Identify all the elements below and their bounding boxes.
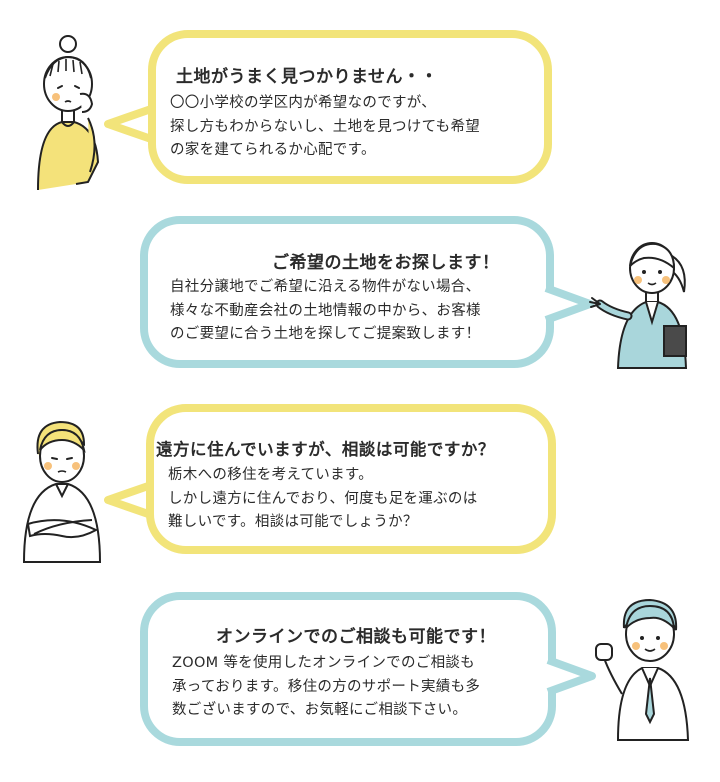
bubble-line: 難しいです。相談は可能でしょうか？ [168,514,418,530]
speech-bubble-customer-1: 土地がうまく見つかりません・・ 〇〇小学校の学区内が希望なのですが、 探し方もわ… [148,30,552,184]
bubble-body: 自社分譲地でご希望に沿える物件がない場合、 様々な不動産会社の土地情報の中から、… [170,276,481,347]
bubble-line: 自社分譲地でご希望に沿える物件がない場合、 [170,279,481,295]
bubble-line: ZOOM 等を使用したオンラインでのご相談も [172,655,475,671]
bubble-title: 土地がうまく見つかりません・・ [176,67,438,87]
bubble-tail [544,284,594,324]
bubble-tail [104,480,156,520]
bubble-title: ご希望の土地をお探します！ [272,253,500,273]
bubble-line: 承っております。移住の方のサポート実績も多 [172,678,481,695]
man-arms-crossed-illustration [18,414,106,564]
speech-bubble-customer-2: 遠方に住んでいますが、相談は可能ですか？ 栃木への移住を考えています。 しかし遠… [146,404,556,554]
woman-with-bun-illustration [28,32,108,192]
bubble-tail [546,656,596,696]
bubble-title: 遠方に住んでいますが、相談は可能ですか？ [156,440,495,459]
bubble-line: 探し方もわからないし、土地を見つけても希望 [170,118,481,135]
female-staff-illustration [588,226,700,370]
speech-bubble-staff-1: ご希望の土地をお探します！ 自社分譲地でご希望に沿える物件がない場合、 様々な不… [140,216,554,368]
bubble-tail [104,104,156,144]
bubble-title: オンラインでのご相談も可能です！ [216,627,496,647]
speech-bubble-staff-2: オンラインでのご相談も可能です！ ZOOM 等を使用したオンラインでのご相談も … [140,592,556,746]
bubble-body: 〇〇小学校の学区内が希望なのですが、 探し方もわからないし、土地を見つけても希望… [170,92,480,163]
bubble-body: ZOOM 等を使用したオンラインでのご相談も 承っております。移住の方のサポート… [172,652,480,723]
bubble-body: 栃木への移住を考えています。 しかし遠方に住んでおり、何度も足を運ぶのは 難しい… [168,464,478,535]
bubble-line: 〇〇小学校の学区内が希望なのですが、 [170,95,437,111]
male-staff-illustration [590,594,702,742]
bubble-line: 数ございますので、お気軽にご相談下さい。 [172,702,468,718]
bubble-line: 栃木への移住を考えています。 [168,467,374,483]
bubble-line: の家を建てられるか心配です。 [170,142,376,158]
bubble-line: しかし遠方に住んでおり、何度も足を運ぶのは [168,490,478,507]
bubble-line: のご要望に合う土地を探してご提案致します！ [170,326,481,342]
bubble-line: 様々な不動産会社の土地情報の中から、お客様 [170,302,481,319]
